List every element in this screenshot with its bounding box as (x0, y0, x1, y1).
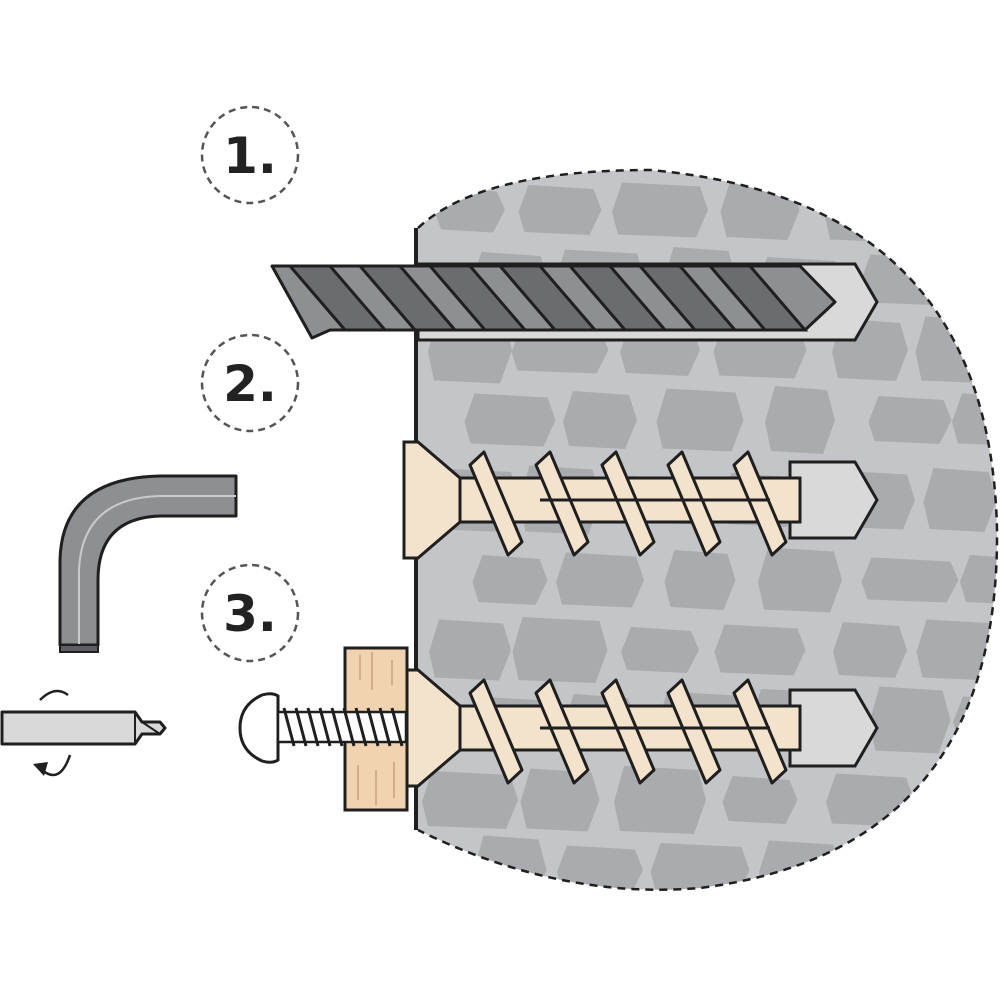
stone (664, 550, 736, 610)
stone (422, 771, 518, 829)
stone (869, 686, 951, 754)
stone (473, 835, 547, 890)
step-marker-1: 1. (200, 105, 300, 205)
stone (472, 555, 548, 605)
stone (826, 773, 914, 827)
drill-flute (426, 264, 529, 332)
anchor-thread (468, 450, 524, 557)
drill-flute (286, 264, 389, 332)
drill-hole (788, 460, 879, 540)
stone (612, 182, 708, 238)
stone (435, 187, 505, 233)
screw-thread (330, 707, 344, 747)
stone (614, 766, 706, 834)
stone (923, 468, 997, 532)
drill-flute (496, 264, 599, 332)
stone (557, 845, 643, 890)
stone (518, 185, 602, 235)
stone (833, 622, 907, 678)
screw-thread (390, 707, 404, 747)
screw-thread (282, 707, 296, 747)
stone (464, 393, 556, 447)
screw-thread (306, 707, 320, 747)
stone (862, 838, 958, 890)
screwdriver-bit-icon (0, 710, 167, 746)
screw-thread (354, 707, 368, 747)
stone (714, 624, 806, 676)
screw-thread (342, 707, 356, 747)
drill-flute (706, 264, 809, 332)
stone (824, 177, 916, 243)
anchor-thread (732, 678, 788, 785)
hex-key-icon (58, 474, 238, 653)
anchor-thread (534, 450, 590, 557)
step-label: 3. (223, 585, 277, 643)
stone (861, 557, 959, 603)
screw-thread (366, 707, 380, 747)
stone (916, 619, 998, 681)
stone (563, 391, 637, 449)
step-label: 2. (223, 355, 277, 413)
stone (656, 388, 744, 452)
stone (429, 619, 511, 681)
step-marker-2: 2. (200, 333, 300, 433)
stone (758, 547, 842, 613)
stone (952, 393, 998, 447)
stone (961, 835, 998, 890)
stone (924, 771, 996, 829)
stone (960, 555, 998, 605)
stone (722, 776, 798, 824)
step-marker-3: 3. (200, 563, 300, 663)
screw-thread (318, 707, 332, 747)
step-label: 1. (223, 127, 277, 185)
concrete-screw-anchor-icon (402, 440, 879, 560)
screw-thread (378, 707, 392, 747)
stone (621, 627, 699, 673)
drill-flute (356, 264, 459, 332)
screw-icon (238, 692, 408, 764)
anchor-thread (666, 678, 722, 785)
stone (765, 386, 835, 454)
stone (959, 252, 998, 308)
drill-hole (788, 688, 879, 768)
screw-thread (294, 707, 308, 747)
stone (650, 843, 750, 890)
stone (520, 768, 600, 832)
anchor-thread (534, 678, 590, 785)
drill-flute (566, 264, 669, 332)
stone (556, 552, 644, 608)
stone (868, 396, 952, 444)
anchor-thread (468, 678, 524, 785)
stone (922, 187, 998, 233)
stone (512, 617, 608, 683)
stone (759, 840, 841, 890)
concrete-screw-anchor-icon (402, 668, 879, 788)
anchor-thread (666, 450, 722, 557)
anchor-thread (600, 678, 656, 785)
drill-flute (636, 264, 739, 332)
anchor-thread (732, 450, 788, 557)
drill-bit-icon (270, 262, 879, 342)
anchor-thread (600, 450, 656, 557)
rotation-arrow-icon (33, 689, 72, 777)
